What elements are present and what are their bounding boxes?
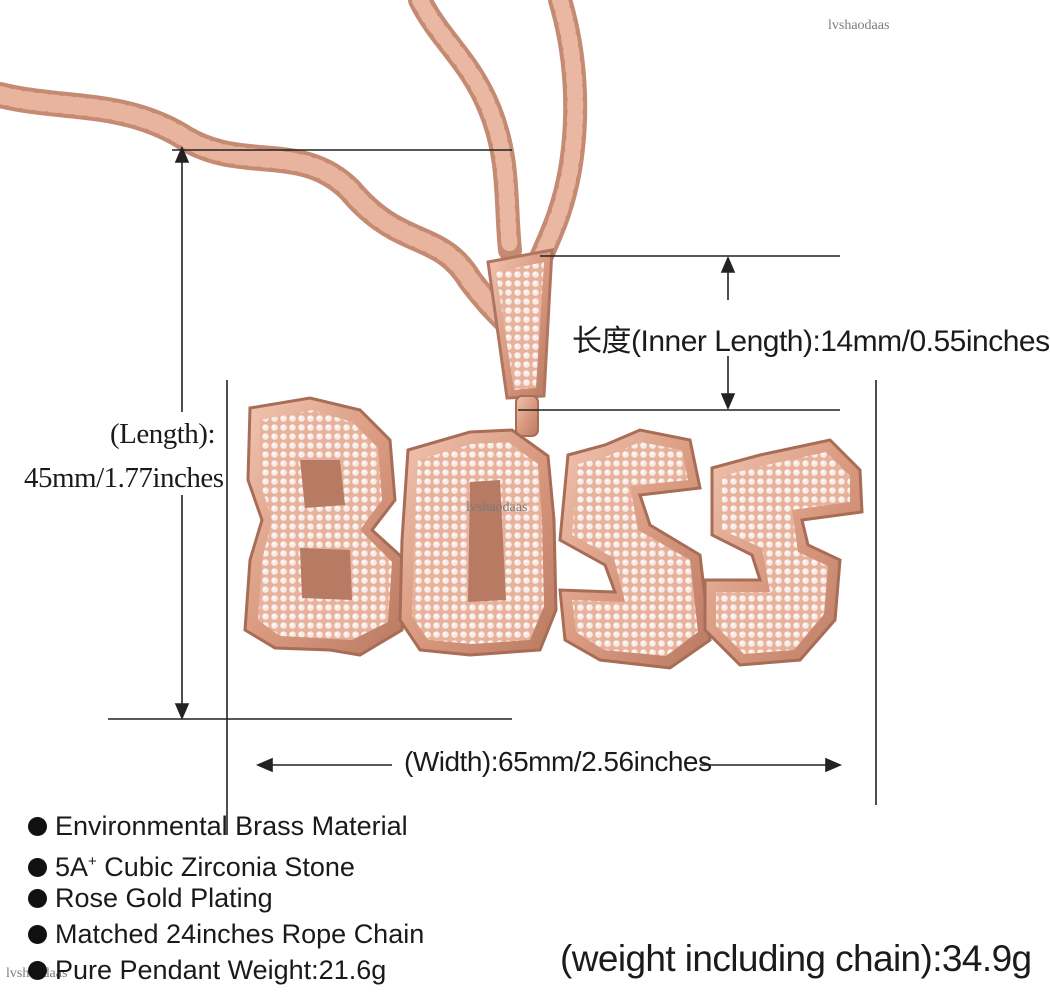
product-photo (0, 0, 877, 835)
feature-text: Rose Gold Plating (55, 883, 273, 913)
bullet-icon (28, 961, 47, 980)
inner-length-label: 长度(Inner Length):14mm/0.55inches (572, 325, 1050, 358)
bullet-icon (28, 817, 47, 836)
feature-item: Rose Gold Plating (28, 880, 424, 916)
feature-item: Environmental Brass Material (28, 808, 424, 844)
feature-text: Matched 24inches Rope Chain (55, 919, 425, 949)
weight-note: (weight including chain):34.9g (560, 938, 1032, 979)
width-label: (Width):65mm/2.56inches (404, 746, 712, 777)
pendant-letter-o (398, 428, 558, 657)
feature-text: Pure Pendant Weight:21.6g (55, 955, 387, 985)
feature-item: Matched 24inches Rope Chain (28, 916, 424, 952)
pendant-letter-b (243, 396, 407, 657)
boss-pendant (243, 396, 864, 670)
feature-text-rest: Cubic Zirconia Stone (96, 852, 355, 882)
watermark-center: lvshaodaas (466, 500, 528, 515)
feature-text: Environmental Brass Material (55, 811, 408, 841)
bullet-icon (28, 889, 47, 908)
feature-list: Environmental Brass Material 5A+ Cubic Z… (28, 808, 424, 988)
feature-superscript: + (88, 853, 97, 870)
length-value: 45mm/1.77inches (24, 462, 224, 494)
dimension-lines (108, 145, 877, 835)
watermark-top: lvshaodaas (828, 18, 890, 33)
bullet-icon (28, 925, 47, 944)
length-label: (Length): (110, 418, 216, 450)
pendant-letter-s2 (703, 438, 864, 667)
feature-item: Pure Pendant Weight:21.6g (28, 952, 424, 988)
rope-chain (0, 0, 588, 333)
bullet-icon (28, 858, 47, 877)
pendant-bail (486, 248, 554, 437)
feature-item: 5A+ Cubic Zirconia Stone (28, 844, 424, 882)
pendant-letter-s1 (558, 428, 712, 670)
feature-text: 5A (55, 852, 89, 882)
